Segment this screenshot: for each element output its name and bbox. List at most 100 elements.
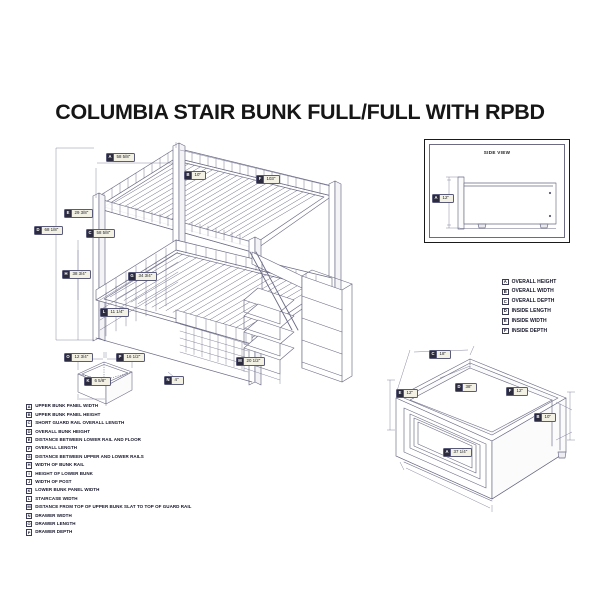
- legend-badge: C: [502, 298, 509, 305]
- legend-label: UPPER BUNK PANEL WIDTH: [35, 403, 99, 409]
- side-view-inner-frame: [429, 144, 565, 238]
- legend-label: DISTANCE BETWEEN LOWER RAIL AND FLOOR: [35, 437, 141, 442]
- legend-label: WIDTH OF POST: [35, 478, 72, 484]
- callout-letter: D: [35, 227, 42, 234]
- callout-letter: G: [129, 273, 136, 280]
- callout-letter: C: [430, 351, 437, 358]
- callout-letter: A: [444, 449, 451, 456]
- legend-badge: D: [26, 428, 33, 435]
- legend-badge: H: [26, 462, 33, 469]
- side-view-label: SIDE VIEW: [483, 150, 511, 155]
- legend-badge: I: [26, 470, 33, 477]
- legend-badge: A: [502, 278, 509, 286]
- legend-badge: C: [26, 420, 33, 427]
- legend-label: SHORT GUARD RAIL OVERALL LENGTH: [35, 420, 125, 426]
- callout-letter: H: [63, 271, 70, 278]
- legend-badge: F: [26, 445, 33, 452]
- legend-badge: A: [26, 403, 33, 410]
- callout-letter: P: [117, 354, 124, 361]
- callout-value: 103": [266, 176, 276, 182]
- callout-letter: K: [85, 378, 92, 385]
- callout-value: 10": [544, 414, 551, 420]
- legend-badge: N: [26, 512, 33, 519]
- legend-label: DRAWER DEPTH: [35, 529, 73, 535]
- legend-badge: F: [502, 327, 509, 335]
- legend-label: OVERALL BUNK HEIGHT: [35, 428, 91, 434]
- legend-badge: P: [26, 529, 33, 536]
- legend-label: HEIGHT OF LOWER BUNK: [35, 470, 93, 476]
- page-title: COLUMBIA STAIR BUNK FULL/FULL WITH RPBD: [55, 100, 545, 124]
- callout-letter: B: [185, 172, 192, 179]
- callout-letter: E: [65, 210, 72, 217]
- legend-label: INSIDE WIDTH: [511, 317, 547, 324]
- legend-label: OVERALL LENGTH: [35, 445, 78, 451]
- callout-value: 37 1/4": [453, 449, 468, 455]
- callout-value: 29 3/8": [74, 210, 89, 216]
- callout-letter: O: [65, 354, 72, 361]
- callout-value: 4": [174, 377, 179, 383]
- callout-value: 16 1/2": [126, 354, 141, 360]
- callout-value: 12": [516, 388, 523, 394]
- callout-letter: A: [107, 154, 114, 161]
- legend-label: WIDTH OF BUNK RAIL: [35, 462, 85, 468]
- legend-label: INSIDE DEPTH: [511, 327, 548, 334]
- callout-value: 10": [194, 172, 201, 178]
- legend-badge: M: [26, 504, 33, 511]
- legend-badge: B: [26, 411, 33, 419]
- legend-label: DISTANCE BETWEEN UPPER AND LOWER RAILS: [35, 453, 144, 459]
- callout-letter: F: [507, 388, 514, 395]
- callout-value: 12 3/4": [74, 354, 89, 360]
- legend-badge: J: [26, 479, 33, 486]
- legend-label: OVERALL DEPTH: [511, 298, 555, 305]
- callout-value: 6 5/8": [94, 378, 106, 384]
- legend-label: OVERALL HEIGHT: [511, 278, 557, 285]
- legend-label: DRAWER LENGTH: [35, 520, 76, 526]
- callout-value: 38": [465, 384, 472, 390]
- callout-value: 58 5/8": [96, 230, 111, 236]
- callout-value: 18": [439, 351, 446, 357]
- callout-letter: F: [257, 176, 264, 183]
- legend-label: LOWER BUNK PANEL WIDTH: [35, 487, 100, 493]
- callout-value: 20 1/2": [246, 358, 261, 364]
- callout-value: 12": [442, 195, 449, 201]
- callout-letter: M: [237, 358, 244, 365]
- legend-label: UPPER BUNK PANEL HEIGHT: [35, 411, 101, 417]
- legend-badge: E: [26, 437, 33, 444]
